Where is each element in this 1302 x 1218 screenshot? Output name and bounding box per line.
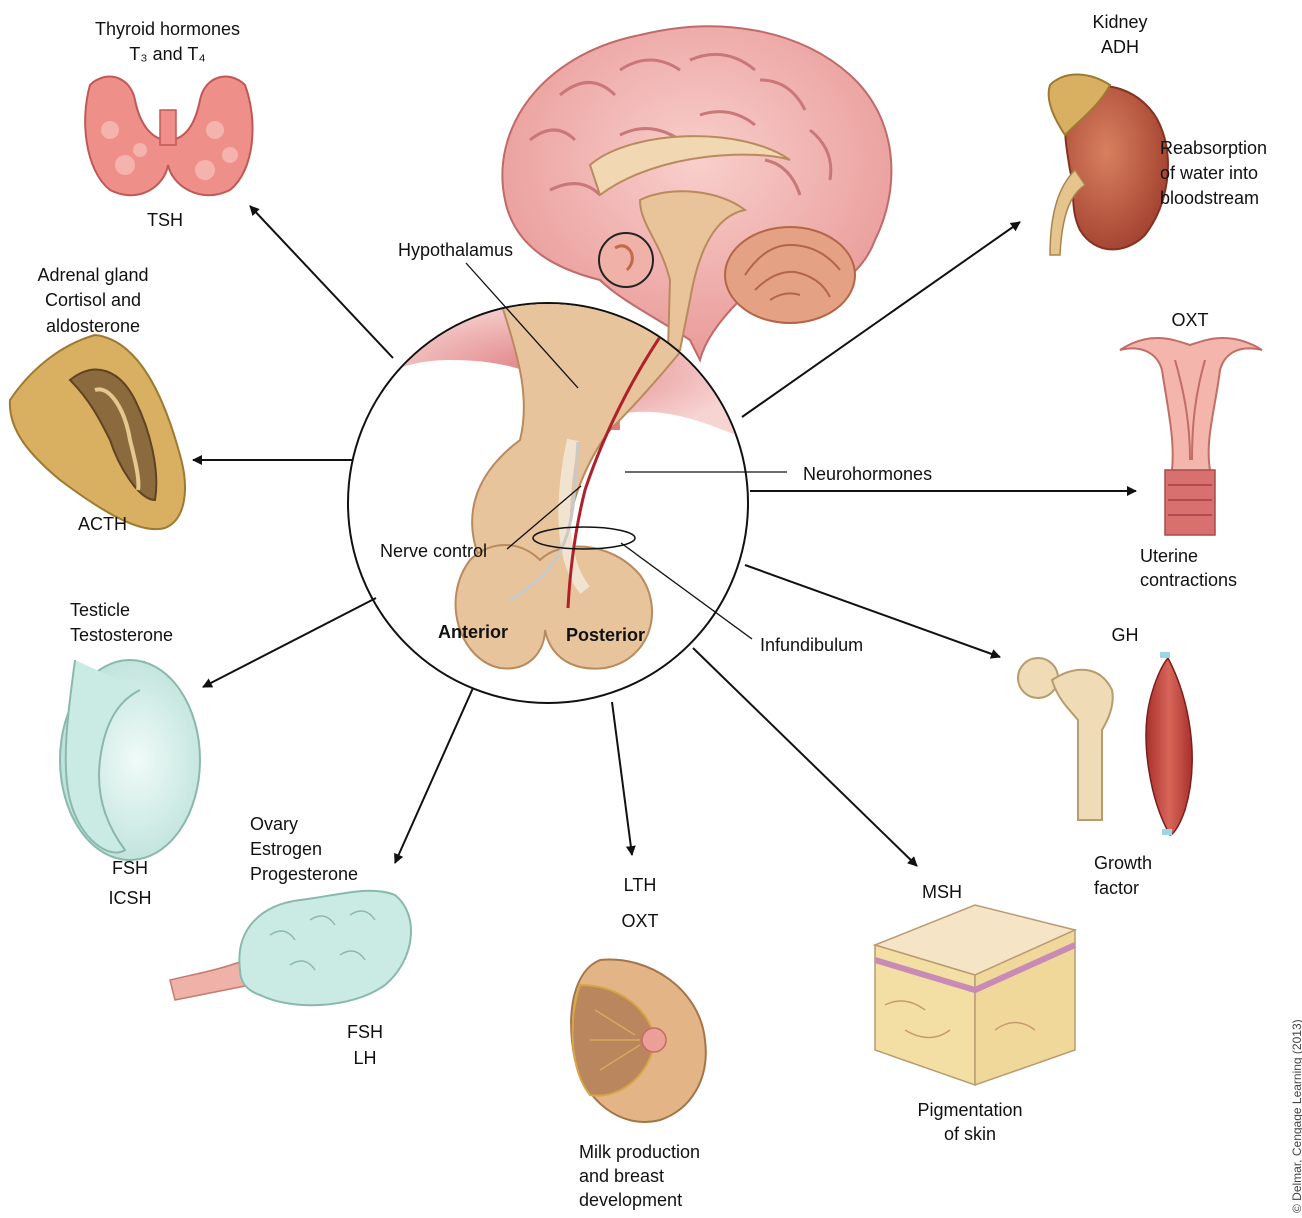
arrow-thyroid [250, 206, 393, 358]
kidney-desc-2: of water into [1160, 161, 1258, 185]
breast-hormone-oxt: OXT [615, 909, 665, 933]
bone-label-2: factor [1094, 876, 1139, 900]
breast-illustration [571, 960, 706, 1122]
bone-label-1: Growth [1094, 851, 1152, 875]
thyroid-t3-t4: T₃ and T₄ [120, 42, 215, 66]
ovary-label-1: Ovary [250, 812, 298, 836]
anterior-label: Anterior [438, 620, 508, 644]
thyroid-illustration [85, 77, 252, 196]
skin-hormone-msh: MSH [912, 880, 972, 904]
arrow-ovary [395, 688, 473, 863]
ovary-hormone-fsh: FSH [340, 1020, 390, 1044]
ovary-label-3: Progesterone [250, 862, 358, 886]
cerebellum [725, 227, 855, 323]
ovary-hormone-lh: LH [340, 1046, 390, 1070]
uterus-hormone-oxt: OXT [1160, 308, 1220, 332]
thyroid-title: Thyroid hormones [75, 17, 260, 41]
breast-label-2: and breast [579, 1164, 664, 1188]
testicle-illustration [60, 660, 200, 860]
kidney-desc-3: bloodstream [1160, 186, 1259, 210]
breast-label-1: Milk production [579, 1140, 700, 1164]
arrow-breast [612, 702, 632, 855]
skin-label-1: Pigmentation [890, 1098, 1050, 1122]
muscle-illustration [1146, 655, 1192, 835]
copyright-credit: © Delmar, Cengage Learning (2013) [1290, 1019, 1302, 1213]
arrow-skin [693, 648, 917, 866]
infundibulum-label: Infundibulum [760, 633, 863, 657]
arrow-testicle [203, 598, 376, 687]
breast-hormone-lth: LTH [615, 873, 665, 897]
kidney-label-1: Kidney [1085, 10, 1155, 34]
testicle-label-2: Testosterone [70, 623, 173, 647]
nerve-control-label: Nerve control [380, 539, 487, 563]
testicle-label-1: Testicle [70, 598, 130, 622]
adrenal-illustration [10, 335, 185, 529]
ovary-label-2: Estrogen [250, 837, 322, 861]
bone-hormone-gh: GH [1105, 623, 1145, 647]
hypothalamus-label: Hypothalamus [398, 238, 513, 262]
kidney-illustration [1049, 74, 1168, 255]
skin-illustration [875, 905, 1075, 1085]
uterus-label-2: contractions [1140, 568, 1237, 592]
ovary-illustration [170, 891, 411, 1006]
pituitary-magnified [348, 300, 748, 703]
testicle-hormone-icsh: ICSH [100, 886, 160, 910]
testicle-hormone-fsh: FSH [100, 856, 160, 880]
kidney-desc-1: Reabsorption [1160, 136, 1267, 160]
bone-illustration [1018, 658, 1113, 820]
uterus-label-1: Uterine [1140, 544, 1198, 568]
adrenal-hormone-acth: ACTH [70, 512, 135, 536]
uterus-illustration [1120, 338, 1262, 535]
thyroid-hormone-tsh: TSH [135, 208, 195, 232]
neurohormones-label: Neurohormones [803, 462, 932, 486]
skin-label-2: of skin [890, 1122, 1050, 1146]
kidney-hormone-adh: ADH [1085, 35, 1155, 59]
posterior-label: Posterior [566, 623, 645, 647]
adrenal-label-1: Adrenal gland [18, 263, 168, 287]
adrenal-label-2: Cortisol and [18, 288, 168, 312]
adrenal-label-3: aldosterone [18, 314, 168, 338]
pituitary-highlight-circle [599, 233, 653, 287]
breast-label-3: development [579, 1188, 682, 1212]
